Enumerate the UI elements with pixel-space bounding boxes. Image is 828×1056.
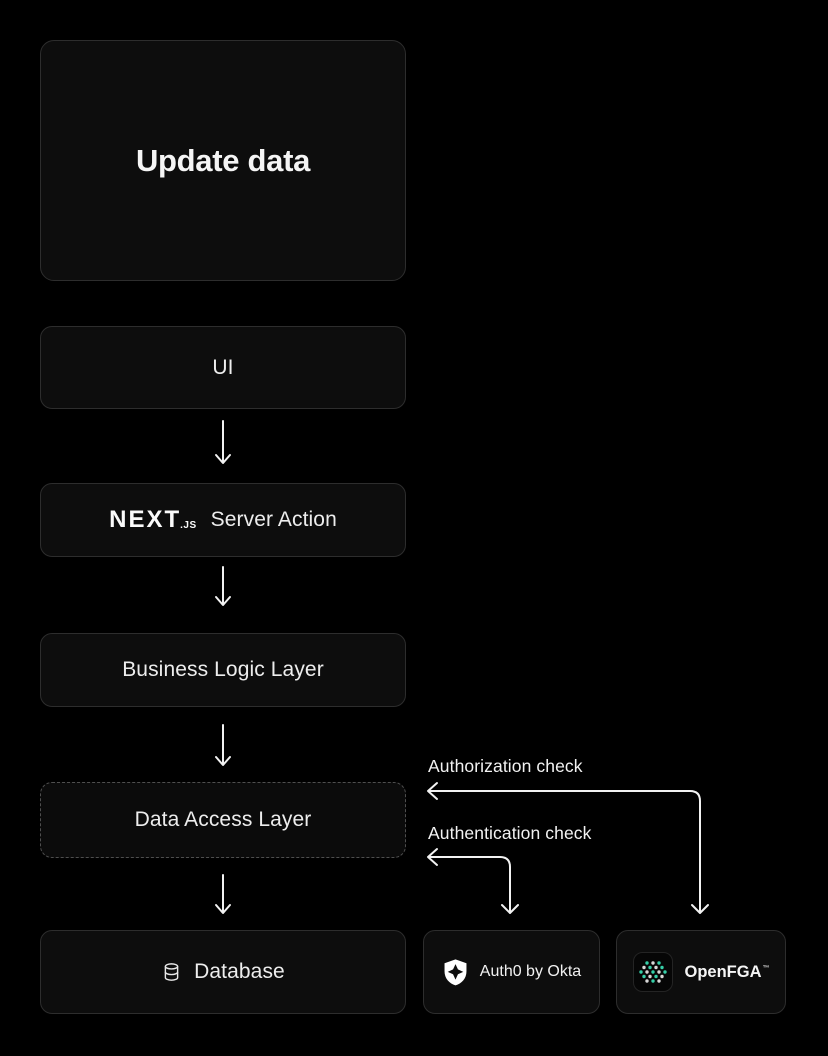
arrow-server-action-to-business-logic [215, 566, 231, 606]
arrow-authentication-check [427, 848, 519, 914]
arrow-authorization-check [427, 782, 709, 914]
node-update-data: Update data [40, 40, 406, 281]
node-database: Database [40, 930, 406, 1014]
nextjs-logo-text: NEXT [109, 506, 182, 533]
node-auth0: Auth0 by Okta [423, 930, 600, 1014]
nextjs-logo-js-suffix: .js [180, 520, 197, 531]
openfga-trademark: ™ [762, 964, 770, 972]
node-server-action: NEXT .js Server Action [40, 483, 406, 557]
openfga-label-text: OpenFGA [684, 962, 762, 981]
auth0-shield-icon [444, 958, 467, 985]
openfga-label: OpenFGA ™ [685, 963, 770, 982]
node-data-access: Data Access Layer [40, 782, 406, 858]
arrow-ui-to-server-action [215, 420, 231, 464]
update-data-label: Update data [135, 142, 311, 178]
openfga-mark-icon [632, 952, 673, 992]
auth0-label: Auth0 by Okta [479, 963, 582, 980]
database-label: Database [194, 960, 285, 983]
ui-label: UI [212, 355, 234, 379]
database-icon [164, 963, 179, 981]
arrow-business-logic-to-data-access [215, 724, 231, 766]
annotation-authentication-check: Authentication check [428, 823, 592, 843]
node-business-logic: Business Logic Layer [40, 633, 406, 707]
node-ui: UI [40, 326, 406, 409]
server-action-label: Server Action [210, 508, 337, 531]
data-access-label: Data Access Layer [134, 808, 312, 831]
annotation-authorization-check: Authorization check [428, 756, 583, 776]
business-logic-label: Business Logic Layer [122, 658, 324, 681]
nextjs-logo-icon: NEXT .js [109, 508, 197, 532]
arrow-data-access-to-database [215, 874, 231, 914]
node-openfga: OpenFGA ™ [616, 930, 786, 1014]
